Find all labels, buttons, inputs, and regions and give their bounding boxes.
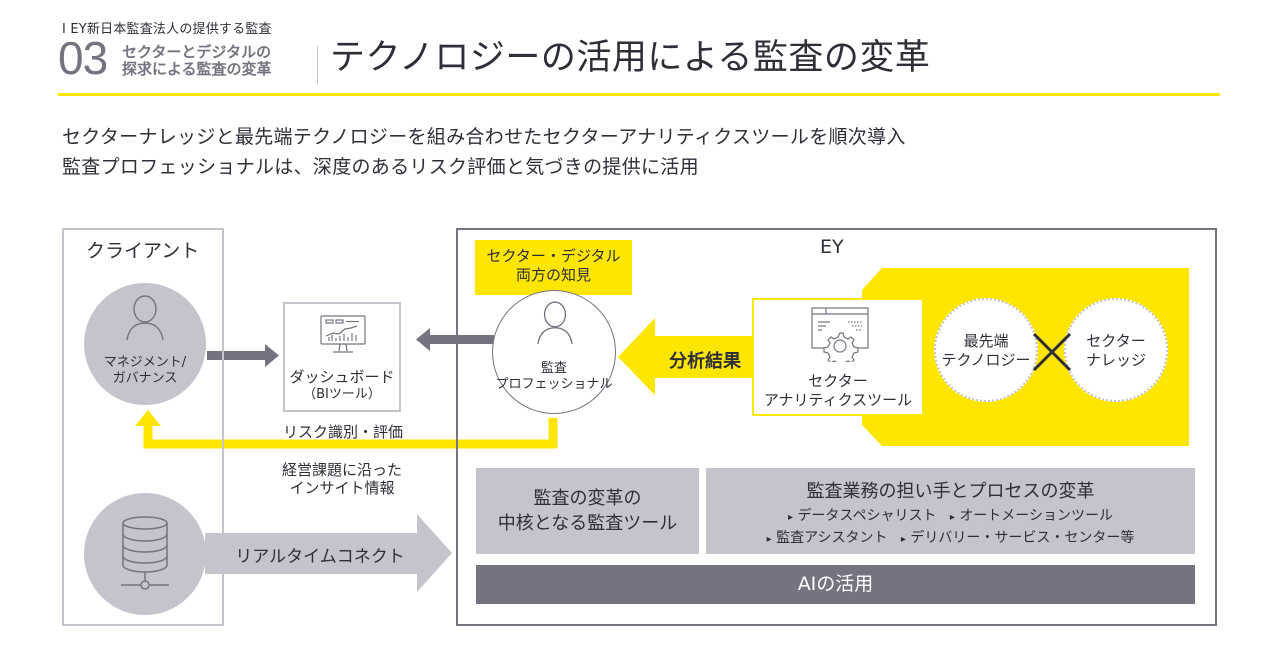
transform-item: データスペシャリスト — [797, 508, 937, 524]
auditor-node: 監査 プロフェッショナル — [492, 290, 616, 414]
technology-node: 最先端 テクノロジー — [934, 298, 1038, 402]
analytics-tool-label-line1: セクター — [808, 372, 868, 390]
transform-item: 監査アシスタント — [776, 530, 888, 546]
page-title: テクノロジーの活用による監査の変革 — [330, 38, 931, 78]
realtime-connect-label: リアルタイムコネクト — [235, 547, 405, 567]
transform-item: オートメーションツール — [959, 508, 1114, 524]
ey-title: EY — [820, 236, 844, 258]
monitor-chart-icon — [320, 315, 366, 353]
auditor-to-dashboard-arrow-shaft — [428, 335, 494, 344]
person-icon — [126, 295, 164, 341]
analytics-tool-label-line2: アナリティクスツール — [763, 391, 913, 409]
sector-knowledge-label-line2: ナレッジ — [1085, 351, 1146, 369]
knowledge-badge-line2: 両方の知見 — [515, 266, 591, 284]
title-underline — [58, 93, 1220, 96]
analytics-tool-node: セクター アナリティクスツール — [752, 298, 924, 416]
core-audit-tool-line2: 中核となる監査ツール — [497, 513, 678, 534]
analysis-result-arrow — [618, 318, 760, 395]
dashboard-sublabel: （BIツール） — [303, 387, 381, 402]
title-divider — [317, 46, 318, 84]
ey-box — [456, 228, 1217, 626]
technology-label-line1: 最先端 — [963, 332, 1009, 350]
core-audit-tool-line1: 監査の変革の — [533, 488, 642, 509]
mgmt-to-dashboard-arrow-shaft — [207, 351, 267, 360]
section-subtitle: セクターとデジタルの 探求による監査の変革 — [122, 44, 272, 78]
management-node: マネジメント/ ガバナンス — [84, 283, 206, 405]
database-icon — [121, 516, 169, 590]
ai-utilization-bar: AIの活用 — [476, 565, 1195, 604]
lead-line2: 監査プロフェッショナルは、深度のあるリスク評価と気づきの提供に活用 — [62, 156, 699, 178]
insight-label-line2: インサイト情報 — [289, 479, 395, 497]
cross-icon — [1032, 332, 1072, 372]
insight-feedback-arrow-line — [143, 418, 558, 449]
client-box — [62, 228, 224, 626]
dashboard-label: ダッシュボード — [289, 368, 395, 386]
section-number: 03 — [58, 32, 108, 84]
person-icon — [537, 301, 573, 345]
auditor-to-dashboard-arrowhead — [416, 328, 430, 351]
knowledge-badge: セクター・デジタル 両方の知見 — [475, 240, 632, 295]
insight-label-line1: 経営課題に沿った — [281, 461, 402, 479]
bullet-icon: ▸ — [766, 534, 772, 545]
section-subtitle-line2: 探求による監査の変革 — [122, 60, 272, 78]
lead-line1: セクターナレッジと最先端テクノロジーを組み合わせたセクターアナリティクスツールを… — [62, 126, 906, 148]
insight-feedback-arrowhead — [135, 410, 161, 426]
auditor-label-line1: 監査 — [540, 361, 567, 376]
bullet-icon: ▸ — [949, 512, 955, 523]
transform-item: デリバリー・サービス・センター等 — [910, 530, 1135, 546]
sector-knowledge-label-line1: セクター — [1086, 332, 1146, 350]
analysis-result-label: 分析結果 — [669, 351, 741, 372]
client-title: クライアント — [86, 240, 200, 262]
technology-label-line2: テクノロジー — [941, 351, 1031, 369]
management-label-line2: ガバナンス — [112, 371, 178, 386]
kicker: I EY新日本監査法人の提供する監査 — [62, 22, 272, 37]
knowledge-badge-line1: セクター・デジタル — [486, 247, 621, 265]
auditor-label-line2: プロフェッショナル — [495, 377, 613, 392]
data-source-node — [84, 493, 206, 615]
window-gear-icon — [811, 307, 869, 362]
realtime-connect-arrow — [205, 514, 452, 592]
sector-knowledge-node: セクター ナレッジ — [1064, 298, 1168, 402]
transformation-panel: 監査業務の担い手とプロセスの変革 ▸ データスペシャリスト ▸ オートメーション… — [706, 468, 1195, 554]
insight-label: 経営課題に沿った インサイト情報 — [262, 461, 422, 497]
bullet-icon: ▸ — [787, 512, 793, 523]
dashboard-node: ダッシュボード （BIツール） — [283, 302, 401, 412]
management-label-line1: マネジメント/ — [103, 355, 187, 370]
transformation-title: 監査業務の担い手とプロセスの変革 — [806, 481, 1095, 502]
core-audit-tool-panel: 監査の変革の 中核となる監査ツール — [476, 468, 699, 554]
mgmt-to-dashboard-arrowhead — [265, 344, 279, 367]
risk-label: リスク識別・評価 — [282, 423, 403, 441]
bullet-icon: ▸ — [900, 534, 906, 545]
section-subtitle-line1: セクターとデジタルの — [122, 43, 272, 61]
